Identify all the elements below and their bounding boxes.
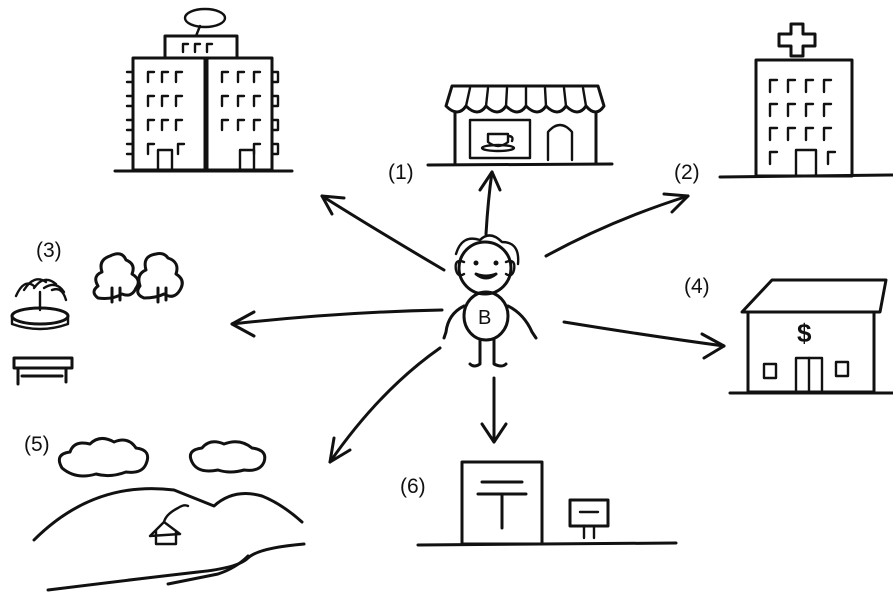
arrow-to-apartment xyxy=(320,194,446,272)
bank-sign-text: $ xyxy=(797,318,812,348)
label-hospital: (2) xyxy=(674,161,700,184)
bank-icon: $ xyxy=(728,278,893,395)
label-post-office: (6) xyxy=(400,475,426,498)
countryside-icon xyxy=(32,437,306,592)
apartment-building-icon xyxy=(113,7,294,173)
arrow-to-countryside xyxy=(328,346,442,464)
label-cafe: (1) xyxy=(388,161,414,184)
arrow-to-hospital xyxy=(544,192,690,258)
shirt-letter: B xyxy=(478,307,491,329)
post-office-icon xyxy=(416,460,678,547)
arrows xyxy=(230,170,726,464)
label-bank: (4) xyxy=(684,275,710,298)
arrow-to-bank xyxy=(562,320,726,360)
cafe-icon xyxy=(426,84,614,167)
arrow-to-post-office xyxy=(480,376,508,444)
arrow-to-cafe xyxy=(478,170,502,236)
label-park: (3) xyxy=(36,239,62,262)
label-countryside: (5) xyxy=(24,433,50,456)
arrow-to-park xyxy=(230,308,444,338)
hospital-icon xyxy=(718,22,893,179)
park-icon xyxy=(10,252,184,386)
person-b-icon: B xyxy=(442,234,538,368)
